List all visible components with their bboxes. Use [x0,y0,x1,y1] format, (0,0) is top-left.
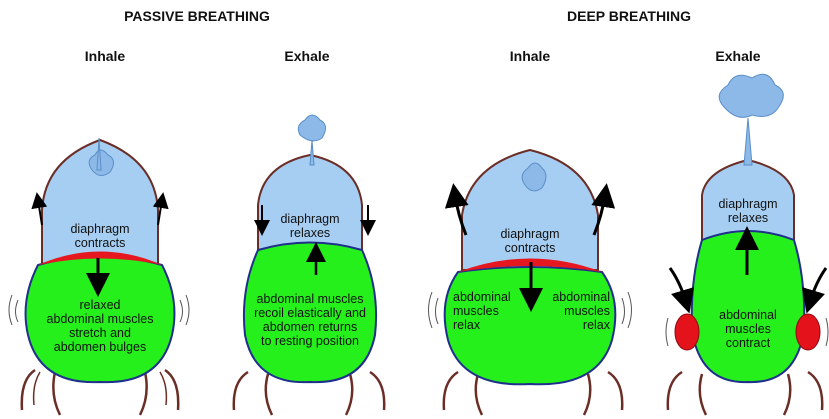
panel2-chest [257,153,363,261]
panel3-airflow [521,162,547,192]
panel3-motion-left [428,291,439,329]
panel3-abdomen-left-label: abdominal muscles relax [453,290,511,332]
panel3-phase-label: Inhale [509,48,551,64]
panel3-legs [442,370,624,416]
panel1-diaphragm [38,251,162,265]
panel2-abdomen [242,241,378,384]
panel1-motion-right [179,294,190,326]
panel4-muscle-left [674,313,700,351]
panel4-motion-right [825,317,829,347]
panel1-legs [20,368,180,416]
panel2-legs [232,370,386,416]
panel4-diaphragm-label: diaphragm relaxes [718,197,778,225]
panel4-right-arrow [801,267,828,314]
panel1-phase-label: Inhale [84,48,126,64]
panel4-phase-label: Exhale [715,48,761,64]
panel1-figure [8,137,190,416]
panel3-abdomen-right-label: abdominal muscles relax [552,290,610,332]
panel1-motion-left [8,294,19,326]
panel4-figure [665,73,829,416]
deep-breathing-heading: DEEP BREATHING [567,8,691,24]
panel1-abdomen-label: relaxed abdominal muscles stretch and ab… [46,298,154,354]
panel4-motion-left [665,317,669,347]
panel4-legs [666,370,824,416]
panel2-phase-label: Exhale [284,48,330,64]
panel2-abdomen-label: abdominal muscles recoil elastically and… [254,292,366,348]
panel4-left-arrow [668,267,695,314]
panel1-legs-inner [32,371,168,406]
panel4-abdomen-label: abdominal muscles contract [719,308,777,350]
panel3-figure [428,148,632,416]
panel2-diaphragm-label: diaphragm relaxes [280,212,340,240]
panel1-right-arrow [152,192,169,226]
panel1-diaphragm-label: diaphragm contracts [70,222,130,250]
panel1-left-arrow [31,192,48,226]
passive-breathing-heading: PASSIVE BREATHING [124,8,270,24]
panel3-motion-right [621,291,632,329]
panel4-airflow [718,73,784,166]
panel3-left-arrow [444,183,469,236]
panel3-right-arrow [591,183,616,236]
panel3-abdomen [443,266,617,386]
panel4-muscle-right [795,313,821,351]
panel1-airflow [88,137,114,176]
panel3-diaphragm-label: diaphragm contracts [500,227,560,255]
panel2-airflow [297,114,326,166]
panel2-figure [232,114,386,416]
